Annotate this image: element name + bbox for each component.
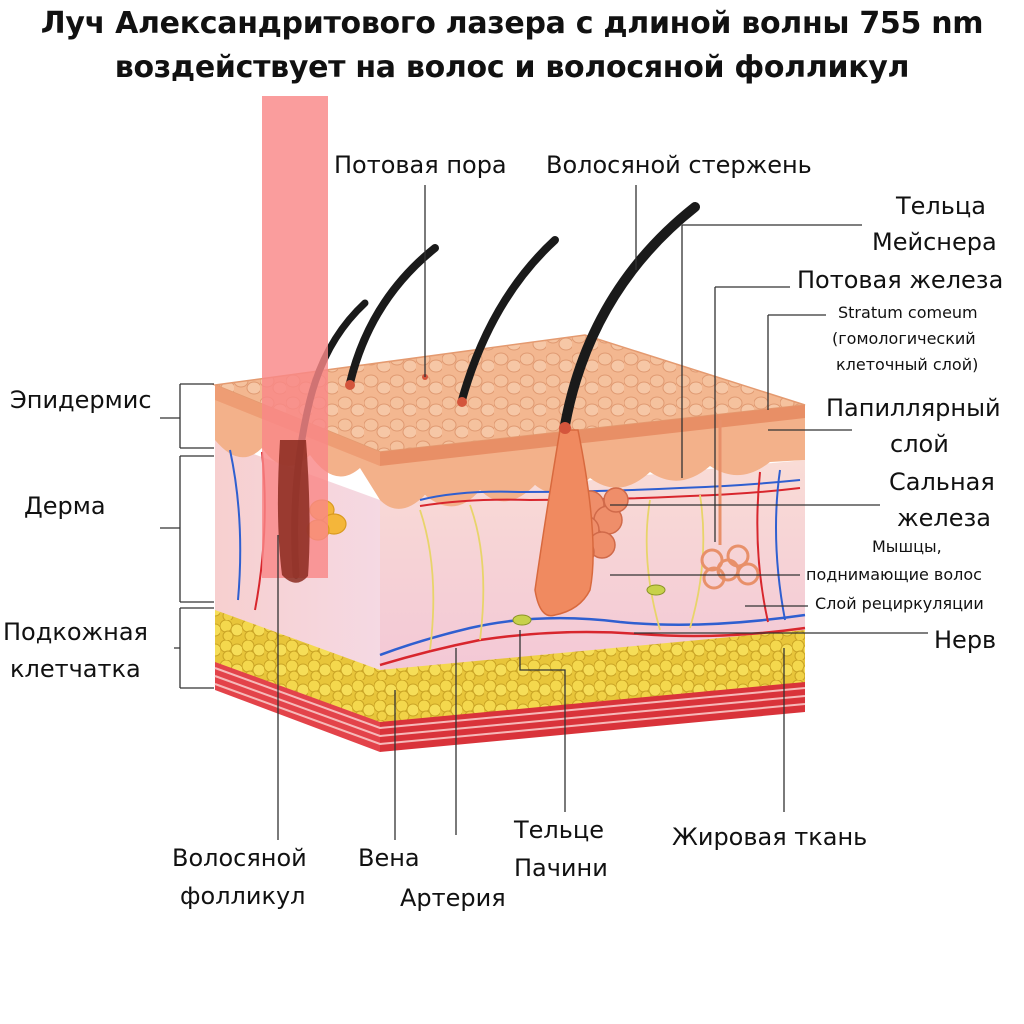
label-papillary-1: Папиллярный (826, 394, 1001, 422)
label-vein: Вена (358, 844, 420, 872)
sweat-gland-coil (700, 420, 760, 590)
pacini-corpuscle (512, 614, 532, 626)
label-follicle-1: Волосяной (172, 844, 307, 872)
title-line-2: воздействует на волос и волосяной фоллик… (114, 50, 910, 85)
label-epidermis: Эпидермис (10, 386, 152, 414)
label-dermis: Дерма (24, 492, 106, 520)
label-sweat-gland: Потовая железа (797, 266, 1003, 294)
label-stratum-2: (гомологический (832, 329, 976, 348)
label-meissner-2: Мейснера (872, 228, 997, 256)
label-subcut-1: Подкожная (3, 618, 148, 646)
fat-layer-front (215, 608, 380, 722)
leader-lines (160, 185, 928, 840)
label-papillary-2: слой (890, 430, 949, 458)
label-muscles-2: поднимающие волос (806, 565, 982, 584)
label-muscles-1: Мышцы, (872, 537, 942, 556)
label-follicle-2: фолликул (180, 882, 306, 910)
label-sebaceous-1: Сальная (889, 468, 995, 496)
title-line-1: Луч Александритового лазера с длиной вол… (40, 6, 984, 41)
label-meissner-1: Тельца (895, 192, 986, 220)
laser-target-follicle (277, 440, 310, 583)
label-fat: Жировая ткань (672, 823, 867, 851)
label-nerve: Нерв (934, 626, 996, 654)
vein-vessel (379, 613, 806, 657)
epidermis-side-edge (380, 405, 805, 466)
fat-layer-side (380, 628, 805, 722)
label-sweat-pore: Потовая пора (334, 151, 507, 179)
label-recirc: Слой рециркуляции (815, 594, 984, 613)
label-stratum-1: Stratum comeum (838, 303, 978, 322)
artery-vessel (379, 626, 806, 667)
label-hair-shaft: Волосяной стержень (546, 151, 812, 179)
label-pacini-2: Пачини (514, 854, 608, 882)
label-stratum-3: клеточный слой) (836, 355, 978, 374)
label-artery: Артерия (400, 884, 506, 912)
label-pacini-1: Тельце (513, 816, 604, 844)
label-sebaceous-2: железа (897, 504, 991, 532)
label-subcut-2: клетчатка (10, 655, 141, 683)
large-hair-follicle (534, 429, 594, 617)
